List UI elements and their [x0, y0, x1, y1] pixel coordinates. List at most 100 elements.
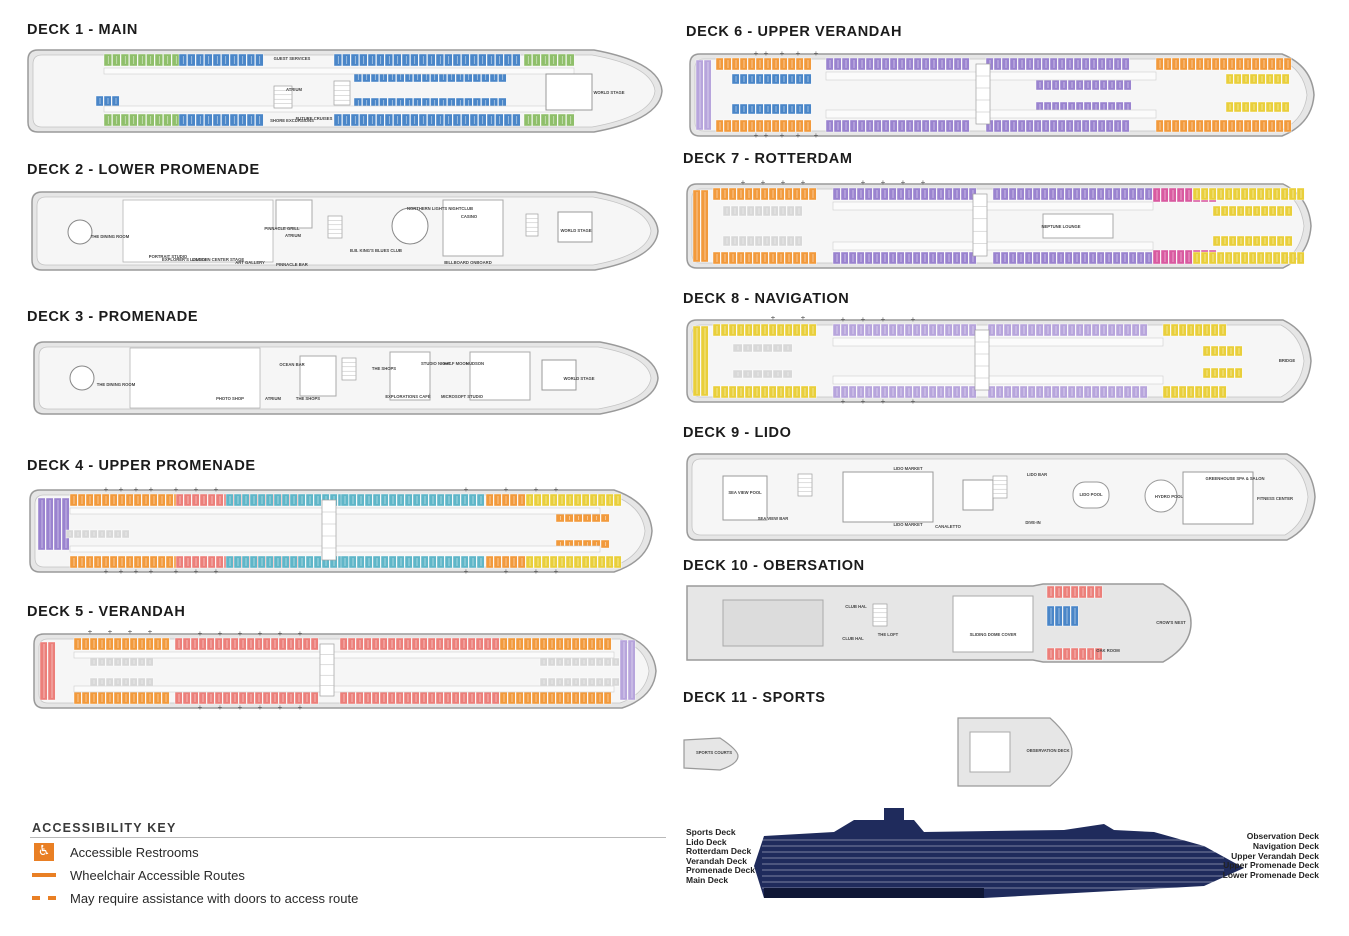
deck4-plan[interactable]: ++++++++++++++++++++++ [26, 486, 654, 576]
wheelchair-cabin-marker: + [238, 630, 243, 638]
cabin [723, 119, 732, 133]
cabin [129, 691, 138, 705]
cabin [595, 657, 604, 667]
cabin [888, 385, 897, 399]
cabin [199, 555, 208, 569]
stairwell [972, 193, 988, 257]
deck8-plan[interactable]: BRIDGE++++++++++ [683, 316, 1313, 406]
cabin [1192, 187, 1201, 201]
cabin [881, 119, 890, 133]
area-label: LINCOLN CENTER STAGE [192, 257, 244, 262]
cabin [864, 187, 873, 201]
cabin [771, 73, 780, 85]
cabin [163, 113, 172, 127]
cabin [776, 323, 785, 337]
wheelchair-cabin-marker: + [861, 180, 866, 187]
cabin [478, 113, 487, 127]
cabin [238, 637, 247, 651]
cabin [163, 53, 172, 67]
area-label: NORTHERN LIGHTS NIGHTCLUB [407, 206, 473, 211]
deck6-plan[interactable]: ++++++++++ [686, 50, 1316, 140]
cabin [105, 529, 114, 539]
cabin [1187, 119, 1196, 133]
cabin [968, 385, 977, 399]
area-label: EXPLORATIONS CAFÉ [385, 394, 430, 399]
cabin [547, 691, 556, 705]
cabin [476, 555, 485, 569]
cabin [595, 637, 604, 651]
cabin [1211, 57, 1220, 71]
cabin [720, 251, 729, 265]
cabin [904, 385, 913, 399]
cabin [175, 555, 184, 569]
dining-room-feature [67, 219, 93, 245]
cabin [225, 493, 234, 507]
cabin [760, 251, 769, 265]
cabin [960, 187, 969, 201]
cabin [1136, 187, 1145, 201]
cabin [1043, 385, 1052, 399]
cabin [491, 637, 500, 651]
cabin [1187, 57, 1196, 71]
cabin [149, 493, 158, 507]
wheelchair-cabin-marker: + [194, 567, 199, 576]
cabin [1009, 57, 1018, 71]
cabin [1096, 251, 1105, 265]
cabin [503, 113, 512, 127]
cabin [728, 251, 737, 265]
cabin [896, 187, 905, 201]
cabin [1210, 367, 1219, 379]
cabin [523, 691, 532, 705]
deck8-title: DECK 8 - NAVIGATION [683, 291, 850, 307]
cabin [1096, 187, 1105, 201]
cabin [121, 657, 130, 667]
cabin [627, 639, 636, 701]
cabin [905, 119, 914, 133]
cabin [833, 57, 842, 71]
cabin [305, 555, 314, 569]
cabin [427, 637, 436, 651]
cabin [1083, 79, 1092, 91]
cabin [832, 385, 841, 399]
cabin [69, 493, 78, 507]
cabin [95, 95, 104, 107]
cabin [1024, 251, 1033, 265]
cabin [73, 691, 82, 705]
cabin [1171, 57, 1180, 71]
cabin [411, 637, 420, 651]
corridor [103, 67, 575, 75]
cabin [1017, 57, 1026, 71]
cabin [1000, 251, 1009, 265]
area-label: CLUB HAL [845, 604, 867, 609]
cabin [1089, 119, 1098, 133]
area-label: LIDO MARKET [893, 522, 923, 527]
cabin [1178, 323, 1187, 337]
area-label: HYDRO POOL [1155, 494, 1184, 499]
cabin [1226, 367, 1235, 379]
deck7-plan[interactable]: NEPTUNE LOUNGE++++++++ [683, 180, 1313, 272]
cabin [768, 323, 777, 337]
cabin [747, 103, 756, 115]
cabin [191, 555, 200, 569]
cabin [246, 53, 255, 67]
cabin [420, 555, 429, 569]
wheelchair-cabin-marker: + [149, 567, 154, 576]
profile-label-upper-verandah: Upper Verandah Deck [1231, 851, 1319, 861]
cabin [1281, 73, 1290, 85]
area-label: GUEST SERVICES [274, 56, 311, 61]
cabin [752, 187, 761, 201]
cabin [410, 113, 419, 127]
cabin [825, 119, 834, 133]
cabin [1257, 73, 1266, 85]
deck5-plan[interactable]: ++++++++++++++++ [30, 630, 658, 712]
cabin [856, 251, 865, 265]
cabin [1123, 79, 1132, 91]
nightlight-area [442, 199, 504, 257]
cabin [712, 385, 721, 399]
